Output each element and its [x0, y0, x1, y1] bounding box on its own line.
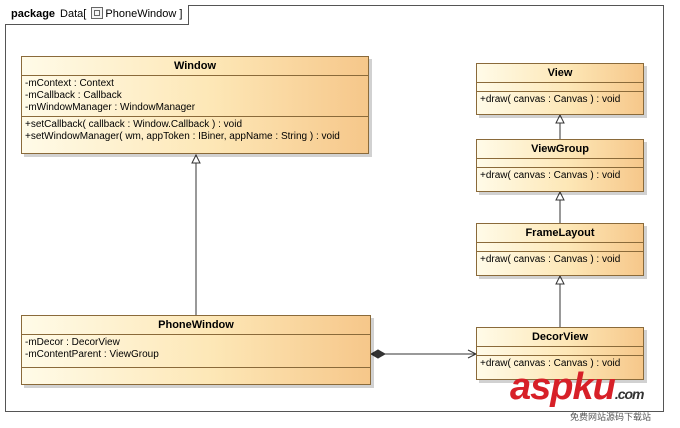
operations-compartment: +setCallback( callback : Window.Callback… — [22, 117, 368, 145]
attribute: -mWindowManager : WindowManager — [25, 102, 196, 113]
class-name: Window — [22, 57, 368, 76]
generalization-arrowhead — [191, 153, 201, 164]
attribute: -mContext : Context — [25, 78, 114, 89]
operations-compartment: +draw( canvas : Canvas ) : void — [477, 168, 643, 184]
class-viewgroup[interactable]: ViewGroup +draw( canvas : Canvas ) : voi… — [476, 139, 644, 192]
watermark: aspku.com 免费网站源码下载站 — [510, 366, 680, 428]
watermark-tagline: 免费网站源码下载站 — [570, 412, 652, 422]
operations-compartment: +draw( canvas : Canvas ) : void — [477, 356, 643, 372]
generalization-arrowhead — [555, 190, 565, 201]
package-open-bracket: [ — [83, 8, 87, 20]
operations-compartment — [22, 368, 370, 372]
class-phonewindow[interactable]: PhoneWindow -mDecor : DecorView -mConten… — [21, 315, 371, 385]
operations-compartment: +draw( canvas : Canvas ) : void — [477, 92, 643, 108]
diagram-icon — [91, 7, 104, 19]
watermark-logo: aspku.com — [510, 366, 645, 408]
operation: +setWindowManager( wm, appToken : IBiner… — [25, 131, 340, 142]
class-name: PhoneWindow — [22, 316, 370, 335]
class-framelayout[interactable]: FrameLayout +draw( canvas : Canvas ) : v… — [476, 223, 644, 276]
operation: +draw( canvas : Canvas ) : void — [480, 358, 621, 369]
package-frame — [5, 5, 664, 412]
attributes-compartment — [477, 83, 643, 92]
attribute: -mContentParent : ViewGroup — [25, 349, 159, 360]
class-name: DecorView — [477, 328, 643, 347]
attributes-compartment — [477, 243, 643, 252]
class-name: ViewGroup — [477, 140, 643, 159]
attributes-compartment: -mContext : Context -mCallback : Callbac… — [22, 76, 368, 117]
generalization-arrowhead — [555, 274, 565, 285]
operation: +setCallback( callback : Window.Callback… — [25, 119, 243, 130]
diagram-name: PhoneWindow — [105, 8, 177, 20]
operations-compartment: +draw( canvas : Canvas ) : void — [477, 252, 643, 268]
package-close-bracket: ] — [179, 8, 183, 20]
class-window[interactable]: Window -mContext : Context -mCallback : … — [21, 56, 369, 154]
generalization-arrowhead — [555, 113, 565, 124]
class-name: FrameLayout — [477, 224, 643, 243]
package-name: Data — [60, 8, 84, 20]
attributes-compartment — [477, 347, 643, 356]
package-keyword: package — [11, 8, 56, 20]
operation: +draw( canvas : Canvas ) : void — [480, 170, 621, 181]
package-tab: package Data[ PhoneWindow ] — [5, 5, 190, 25]
class-view[interactable]: View +draw( canvas : Canvas ) : void — [476, 63, 644, 115]
attributes-compartment — [477, 159, 643, 168]
operation: +draw( canvas : Canvas ) : void — [480, 94, 621, 105]
class-name: View — [477, 64, 643, 83]
attribute: -mCallback : Callback — [25, 90, 122, 101]
attribute: -mDecor : DecorView — [25, 337, 120, 348]
class-decorview[interactable]: DecorView +draw( canvas : Canvas ) : voi… — [476, 327, 644, 380]
operation: +draw( canvas : Canvas ) : void — [480, 254, 621, 265]
attributes-compartment: -mDecor : DecorView -mContentParent : Vi… — [22, 335, 370, 368]
composition-diamond — [369, 349, 387, 359]
